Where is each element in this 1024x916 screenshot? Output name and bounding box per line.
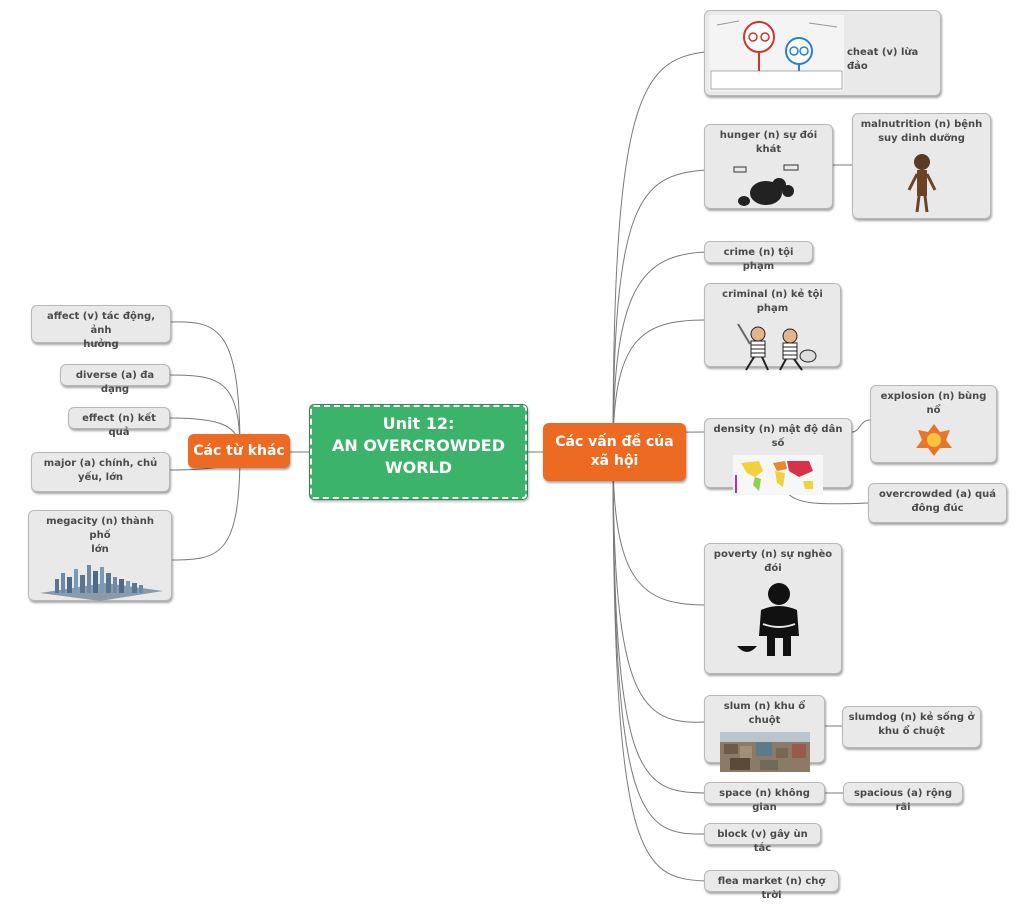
node-slumdog-line-1: slumdog (n) kẻ sống ở bbox=[848, 712, 975, 723]
central-topic-line-2: AN OVERCROWDED bbox=[332, 436, 505, 455]
node-criminal[interactable]: criminal (n) kẻ tội phạm bbox=[704, 283, 841, 371]
node-malnutrition-line-2: suy dinh dưỡng bbox=[878, 133, 965, 144]
node-block[interactable]: block (v) gây ùn tắc bbox=[704, 823, 821, 854]
node-diverse-label: diverse (a) đa dạng bbox=[75, 370, 155, 395]
node-poverty[interactable]: poverty (n) sự nghèo đói bbox=[704, 543, 842, 674]
node-space[interactable]: space (n) không gian bbox=[704, 782, 825, 813]
beggars-image bbox=[733, 164, 798, 206]
node-malnutrition[interactable]: malnutrition (n) bệnh suy dinh dưỡng bbox=[852, 113, 991, 219]
node-overcrowded-line-1: overcrowded (a) quá bbox=[878, 489, 997, 500]
node-block-label: block (v) gây ùn tắc bbox=[717, 829, 808, 854]
node-spacious-label: spacious (a) rộng rãi bbox=[853, 788, 953, 813]
node-major[interactable]: major (a) chính, chủ yếu, lớn bbox=[31, 452, 170, 492]
central-topic[interactable]: Unit 12: AN OVERCROWDED WORLD bbox=[309, 404, 528, 500]
branch-social-issues[interactable]: Các vấn đề của xã hội bbox=[543, 423, 686, 481]
node-megacity-line-2: lớn bbox=[91, 544, 109, 555]
node-effect[interactable]: effect (n) kết quả bbox=[68, 407, 170, 438]
node-overcrowded[interactable]: overcrowded (a) quá đông đúc bbox=[868, 483, 1007, 523]
branch-social-issues-line-2: xã hội bbox=[590, 453, 639, 469]
explosion-image bbox=[915, 424, 952, 456]
node-explosion-label: explosion (n) bùng nổ bbox=[880, 391, 987, 416]
branch-other-words-label: Các từ khác bbox=[193, 442, 285, 459]
cartoon-cheating-image bbox=[709, 15, 844, 91]
node-affect-line-1: affect (v) tác động, ảnh bbox=[46, 311, 155, 336]
node-hunger-label: hunger (n) sự đói khát bbox=[719, 130, 818, 155]
branch-other-words[interactable]: Các từ khác bbox=[188, 434, 290, 468]
central-topic-line-3: WORLD bbox=[384, 458, 453, 477]
node-slum-label: slum (n) khu ổ chuột bbox=[723, 701, 806, 726]
node-slumdog-line-2: khu ổ chuột bbox=[878, 726, 945, 737]
node-space-label: space (n) không gian bbox=[719, 788, 810, 813]
central-topic-line-1: Unit 12: bbox=[382, 414, 455, 433]
robbers-image bbox=[736, 323, 816, 371]
node-explosion[interactable]: explosion (n) bùng nổ bbox=[870, 385, 997, 463]
world-density-map-image bbox=[733, 455, 823, 495]
node-overcrowded-line-2: đông đúc bbox=[911, 503, 964, 514]
node-major-line-1: major (a) chính, chủ bbox=[43, 458, 158, 469]
node-poverty-line-2: đói bbox=[764, 563, 782, 574]
node-slumdog[interactable]: slumdog (n) kẻ sống ở khu ổ chuột bbox=[842, 706, 981, 748]
node-poverty-line-1: poverty (n) sự nghèo bbox=[713, 549, 833, 560]
node-flea-market[interactable]: flea market (n) chợ trời bbox=[704, 870, 839, 901]
node-affect[interactable]: affect (v) tác động, ảnh hưởng bbox=[31, 305, 171, 350]
node-crime[interactable]: crime (n) tội phạm bbox=[704, 241, 813, 272]
node-spacious[interactable]: spacious (a) rộng rãi bbox=[843, 782, 963, 813]
node-affect-line-2: hưởng bbox=[83, 339, 119, 350]
starving-child-image bbox=[907, 154, 936, 213]
node-density[interactable]: density (n) mật độ dân số bbox=[704, 418, 852, 495]
node-diverse[interactable]: diverse (a) đa dạng bbox=[60, 364, 170, 395]
node-flea-market-label: flea market (n) chợ trời bbox=[717, 876, 826, 901]
node-effect-label: effect (n) kết quả bbox=[82, 413, 156, 438]
branch-social-issues-line-1: Các vấn đề của bbox=[555, 434, 674, 450]
node-malnutrition-line-1: malnutrition (n) bệnh bbox=[860, 119, 983, 130]
node-hunger[interactable]: hunger (n) sự đói khát bbox=[704, 124, 833, 209]
node-crime-label: crime (n) tội phạm bbox=[723, 247, 794, 272]
node-density-label: density (n) mật độ dân số bbox=[713, 424, 843, 449]
node-cheat-label: cheat (v) lừa đảo bbox=[847, 47, 919, 72]
node-cheat[interactable]: cheat (v) lừa đảo bbox=[704, 10, 941, 96]
node-megacity[interactable]: megacity (n) thành phố lớn bbox=[28, 510, 172, 601]
node-criminal-label: criminal (n) kẻ tội phạm bbox=[722, 289, 823, 314]
node-slum[interactable]: slum (n) khu ổ chuột bbox=[704, 695, 825, 772]
slum-photo-image bbox=[719, 732, 810, 772]
city-model-image bbox=[40, 565, 163, 601]
beggar-silhouette-icon bbox=[737, 583, 799, 656]
node-major-line-2: yếu, lớn bbox=[77, 472, 124, 483]
node-megacity-line-1: megacity (n) thành phố bbox=[46, 516, 154, 541]
